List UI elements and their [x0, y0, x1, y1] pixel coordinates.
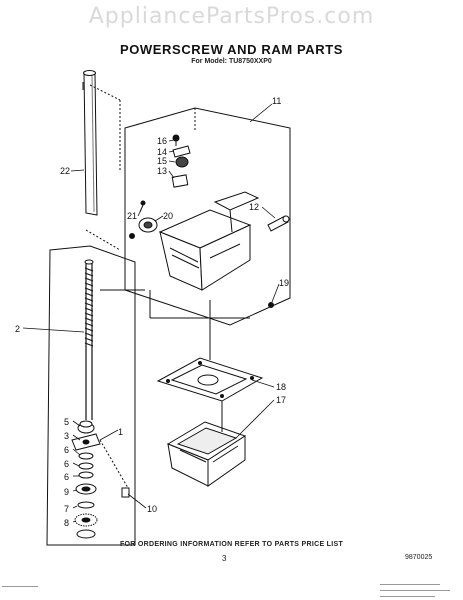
fine-print-left: [2, 582, 42, 587]
callout-5: 5: [64, 417, 69, 427]
callout-6b: 6: [64, 459, 69, 469]
callout-labels: 1 2 3 5 6 6 6 7 8 9 10 11 12 13 14 15 16…: [15, 96, 289, 528]
callout-7: 7: [64, 504, 69, 514]
callout-6c: 6: [64, 472, 69, 482]
part-22-tube: [82, 70, 98, 216]
ram-bracket: [158, 191, 260, 291]
callout-14: 14: [157, 147, 167, 157]
frame-dashed-upper: [85, 84, 121, 251]
callout-12: 12: [249, 202, 259, 212]
part-1-frame: [46, 245, 136, 546]
callout-19: 19: [279, 278, 289, 288]
callout-18: 18: [276, 382, 286, 392]
watermark: AppliancePartsPros.com: [88, 4, 375, 29]
callout-17: 17: [276, 395, 286, 405]
callout-6a: 6: [64, 445, 69, 455]
page-number: 3: [222, 554, 227, 563]
parts-20-21-bushing: [129, 200, 158, 239]
diagram-subtitle: For Model: TU8750XXP0: [191, 58, 272, 65]
callout-21: 21: [127, 211, 137, 221]
callout-22: 22: [60, 166, 70, 176]
callout-3: 3: [64, 431, 69, 441]
callout-1: 1: [118, 427, 123, 437]
fine-print-right: [380, 581, 460, 597]
callout-2: 2: [15, 324, 20, 334]
document-code: 9870025: [405, 554, 433, 561]
part-12-pin: [267, 215, 290, 232]
part-17-ram-pan: [166, 421, 247, 487]
diagram-title: POWERSCREW AND RAM PARTS: [119, 42, 344, 57]
callout-9: 9: [64, 487, 69, 497]
part-19-screw: [268, 302, 274, 308]
ordering-note: FOR ORDERING INFORMATION REFER TO PARTS …: [119, 541, 344, 548]
callout-13: 13: [157, 166, 167, 176]
callout-11: 11: [272, 96, 281, 106]
callout-8: 8: [64, 518, 69, 528]
callout-15: 15: [157, 156, 167, 166]
callout-16: 16: [157, 136, 167, 146]
callout-20: 20: [163, 211, 173, 221]
parts-13-16-stack: [171, 134, 191, 188]
part-18-gasket: [156, 357, 264, 402]
assembly-guide-lines: [100, 289, 250, 432]
leader-lines: [22, 103, 280, 523]
part-2-powerscrew: [84, 259, 94, 420]
lower-hardware-stack: [71, 420, 130, 539]
callout-10: 10: [147, 504, 157, 514]
